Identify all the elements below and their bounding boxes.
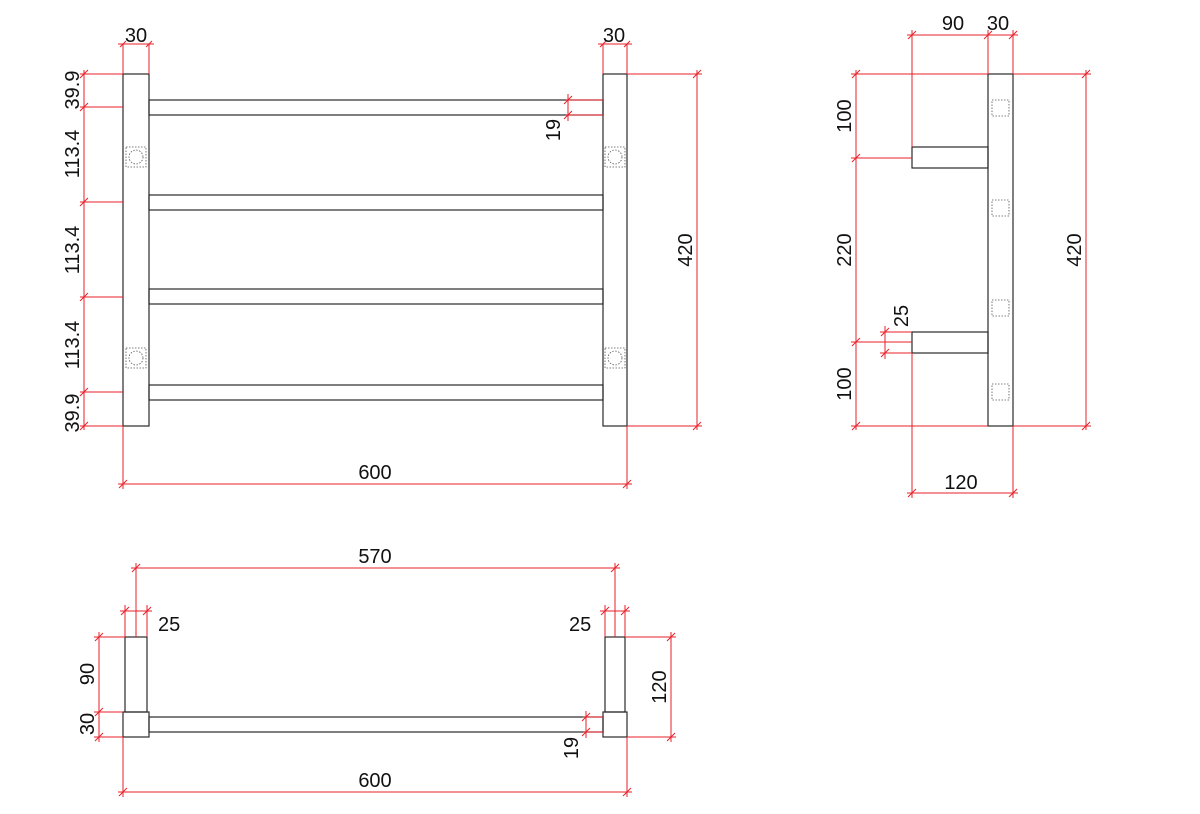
front-view: 30 30 39.9 113.4 113.4 113.4 39.9 [62, 25, 702, 489]
top-depth: 120 [649, 670, 671, 703]
top-arm-right: 25 [569, 614, 591, 636]
side-fixing-4 [991, 383, 1010, 401]
side-fixing-3 [991, 299, 1010, 317]
side-arm-bottom [911, 331, 989, 354]
side-dim-top [907, 30, 1018, 147]
top-overall-width: 600 [358, 770, 391, 792]
front-right-post [602, 73, 628, 427]
front-width: 600 [358, 462, 391, 484]
top-dim-depth [625, 632, 676, 742]
front-bolt-1 [125, 146, 147, 168]
side-depth: 120 [944, 472, 977, 494]
top-right-post [602, 711, 628, 738]
front-spacing-2: 113.4 [62, 226, 84, 275]
side-post [987, 73, 1014, 427]
side-dim-height [1013, 69, 1091, 431]
front-post-width-right: 30 [603, 25, 625, 47]
front-rail-1 [148, 99, 604, 116]
front-bolt-4 [604, 347, 626, 369]
side-arm-thickness: 25 [891, 305, 913, 327]
front-dim-post-left [118, 40, 154, 74]
top-arm-left: 25 [158, 614, 180, 636]
front-dim-chain-left [79, 69, 123, 431]
front-dim-rail-dia [563, 94, 603, 121]
top-left-arm [124, 636, 148, 713]
top-left-post [122, 711, 150, 738]
front-rail-dia: 19 [543, 119, 565, 141]
top-view: 570 25 25 90 30 [77, 546, 676, 797]
front-bolt-2 [604, 146, 626, 168]
side-dim-depth [907, 353, 1018, 498]
front-spacing-3: 113.4 [62, 321, 84, 370]
front-height: 420 [675, 233, 697, 266]
top-dim-left-chain [94, 632, 125, 742]
side-post-width: 30 [987, 13, 1009, 35]
top-dim-overall-width [118, 737, 632, 797]
side-top-offset: 100 [834, 99, 856, 132]
front-post-width-left: 30 [125, 25, 147, 47]
front-rail-3 [148, 288, 604, 305]
side-projection: 90 [942, 13, 964, 35]
top-rail-dia: 19 [561, 737, 583, 759]
front-bolt-3 [125, 347, 147, 369]
top-dim-arm-right [600, 605, 630, 637]
top-post-width: 30 [77, 713, 99, 735]
top-inner-width: 570 [358, 546, 391, 568]
top-rail [148, 716, 604, 733]
side-view: 90 30 100 220 100 25 [834, 13, 1091, 498]
top-right-arm [604, 636, 626, 713]
top-dim-rail-dia [581, 711, 603, 738]
side-dim-arm [880, 326, 912, 359]
side-bottom-offset: 100 [834, 367, 856, 400]
front-left-post [122, 73, 150, 427]
top-dim-inner-width [131, 563, 620, 637]
top-dim-arm-left [120, 605, 152, 637]
front-rail-2 [148, 194, 604, 211]
side-fixing-2 [991, 199, 1010, 217]
side-fixing-1 [991, 99, 1010, 117]
front-dim-width [118, 426, 632, 489]
front-spacing-1: 113.4 [62, 130, 84, 179]
side-between: 220 [834, 233, 856, 266]
front-dim-post-right [598, 40, 632, 74]
front-dim-height [627, 69, 702, 431]
side-height: 420 [1064, 233, 1086, 266]
side-arm-top [911, 146, 989, 169]
front-rail-4 [148, 384, 604, 401]
front-spacing-top: 39.9 [62, 71, 84, 110]
side-dim-chain [851, 69, 988, 431]
top-projection: 90 [77, 663, 99, 685]
front-spacing-bottom: 39.9 [62, 394, 84, 433]
